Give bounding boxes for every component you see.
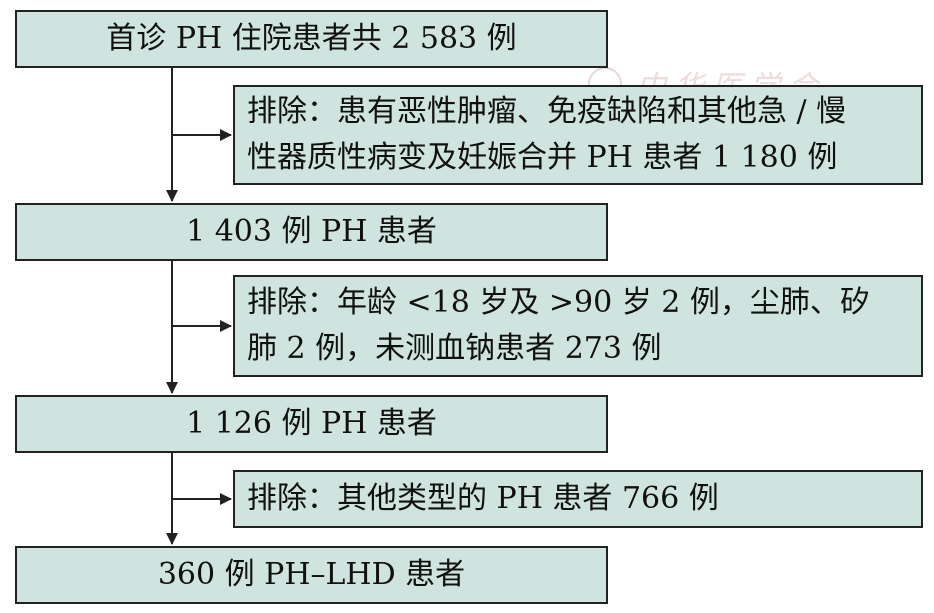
exclusion-3-line-1: 排除：其他类型的 PH 患者 766 例 — [247, 481, 719, 516]
step-box-3: 1 126 例 PH 患者 — [15, 395, 608, 453]
exclusion-1-line-1: 排除：患有恶性肿瘤、免疫缺陷和其他急 / 慢 — [247, 94, 847, 129]
step-label-final: 360 例 PH–LHD 患者 — [157, 557, 466, 592]
exclusion-box-2: 排除：年龄 <18 岁及 >90 岁 2 例，尘肺、矽 肺 2 例，未测血钠患者… — [233, 275, 923, 377]
exclusion-2-line-1: 排除：年龄 <18 岁及 >90 岁 2 例，尘肺、矽 — [247, 285, 870, 320]
step-label-2: 1 403 例 PH 患者 — [186, 214, 437, 249]
step-label-3: 1 126 例 PH 患者 — [186, 406, 437, 441]
exclusion-box-3: 排除：其他类型的 PH 患者 766 例 — [233, 470, 923, 528]
step-box-final: 360 例 PH–LHD 患者 — [15, 546, 608, 604]
exclusion-2-line-2: 肺 2 例，未测血钠患者 273 例 — [247, 331, 662, 366]
step-label-initial: 首诊 PH 住院患者共 2 583 例 — [106, 21, 517, 56]
step-box-initial: 首诊 PH 住院患者共 2 583 例 — [15, 10, 608, 68]
step-box-2: 1 403 例 PH 患者 — [15, 203, 608, 261]
exclusion-1-line-2: 性器质性病变及妊娠合并 PH 患者 1 180 例 — [247, 140, 838, 175]
exclusion-box-1: 排除：患有恶性肿瘤、免疫缺陷和其他急 / 慢 性器质性病变及妊娠合并 PH 患者… — [233, 85, 923, 185]
